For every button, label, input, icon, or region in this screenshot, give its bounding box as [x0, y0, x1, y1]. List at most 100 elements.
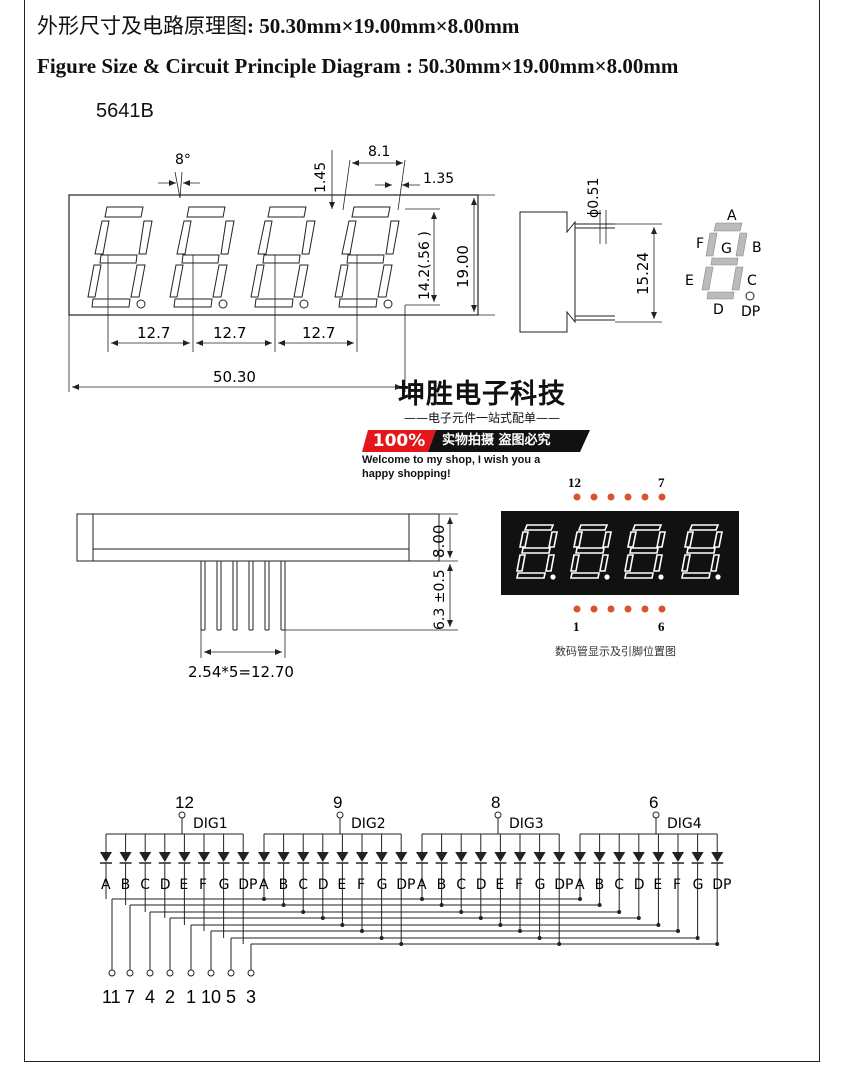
- shop-watermark: 坤胜电子科技 ——电子元件一站式配单—— 100% 实物拍摄 盗图必究 Welc…: [362, 372, 602, 480]
- segment-label: G: [693, 877, 704, 893]
- led-diode: [237, 852, 250, 862]
- segment-pin-number: 7: [125, 987, 135, 1007]
- side-view: ϕ0.51 15.24: [519, 178, 662, 333]
- segment-pin-terminal: [247, 969, 255, 977]
- legend-dp: DP: [741, 304, 760, 320]
- page-frame: [24, 0, 820, 1062]
- segment-label: F: [673, 877, 681, 893]
- led-diode: [593, 852, 606, 862]
- led-diode: [277, 852, 290, 862]
- segment-label: DP: [396, 877, 415, 893]
- title-chinese-text: 外形尺寸及电路原理图: [37, 14, 247, 38]
- dim-depth: 8.00: [430, 525, 448, 558]
- title-chinese-dimensions: : 50.30mm×19.00mm×8.00mm: [247, 14, 520, 38]
- segment-pin-terminal: [227, 969, 235, 977]
- segment-pin-terminal: [146, 969, 154, 977]
- segment-label: C: [614, 877, 624, 893]
- segment-label: G: [535, 877, 546, 893]
- led-diode: [672, 852, 684, 862]
- digit-pin-terminal: [178, 811, 186, 819]
- watermark-title: 坤胜电子科技: [398, 379, 566, 410]
- legend-d: D: [713, 302, 724, 318]
- pin-label-1: 1: [573, 619, 580, 634]
- dim-14-2: 14.2(.56 ): [417, 231, 433, 300]
- segment-pin-terminal: [126, 969, 134, 977]
- segment-pin-number: 10: [201, 987, 221, 1007]
- digit-label: DIG1: [193, 816, 228, 832]
- segment-label: B: [437, 877, 447, 893]
- segment-pin-number: 4: [145, 987, 155, 1007]
- pin-label-7: 7: [658, 475, 665, 490]
- segment-pin-number: 11: [102, 987, 121, 1007]
- led-diode: [217, 852, 230, 862]
- pad-row-top: [573, 493, 666, 501]
- segment-label: D: [318, 877, 329, 893]
- bottom-view: 2.54*5=12.70 8.00 6.3 ±0.5: [76, 513, 458, 681]
- segment-label: DP: [238, 877, 257, 893]
- dim-8-1: 8.1: [368, 144, 390, 160]
- segment-pin-terminal: [187, 969, 195, 977]
- segment-label: A: [101, 877, 111, 893]
- digit-pin-number: 6: [649, 793, 658, 812]
- watermark-banner: 100% 实物拍摄 盗图必究: [362, 430, 602, 452]
- led-diode: [652, 852, 665, 862]
- pin-label-6: 6: [658, 619, 665, 634]
- segment-label: B: [279, 877, 289, 893]
- led-diode: [691, 852, 704, 862]
- pin-position-view: 12 7 1 6: [501, 475, 739, 634]
- watermark-subtitle: ——电子元件一站式配单——: [403, 411, 560, 425]
- led-diode: [553, 852, 566, 862]
- dim-width: 50.30: [213, 368, 256, 386]
- led-diode: [356, 852, 368, 862]
- digit-pin-terminal: [336, 811, 344, 819]
- watermark-welcome-1: Welcome to my shop, I wish you a: [362, 454, 541, 466]
- led-diode: [375, 852, 388, 862]
- led-diode: [711, 852, 724, 862]
- segment-label: E: [495, 877, 504, 893]
- led-diode: [395, 852, 408, 862]
- legend-e: E: [685, 273, 694, 289]
- segment-pin-terminal: [207, 969, 215, 977]
- dim-pitch-1: 12.7: [137, 324, 170, 342]
- led-diode: [613, 852, 626, 862]
- led-diode: [494, 852, 507, 862]
- segment-label: G: [377, 877, 388, 893]
- title-english: Figure Size & Circuit Principle Diagram …: [37, 54, 679, 78]
- front-view: 8° 1.45 8.1 1.35 14.2(.56 ) 19.00 12.7 1…: [68, 144, 495, 392]
- dim-19-00: 19.00: [454, 245, 472, 288]
- led-diode: [435, 852, 448, 862]
- segment-label: D: [634, 877, 645, 893]
- segment-pin-number: 2: [165, 987, 175, 1007]
- segment-label: E: [653, 877, 662, 893]
- segment-label: C: [298, 877, 308, 893]
- watermark-welcome-2: happy shopping!: [362, 468, 451, 480]
- legend-g: G: [721, 241, 732, 257]
- watermark-slogan: 实物拍摄 盗图必究: [428, 430, 590, 452]
- dim-1-45: 1.45: [313, 162, 329, 193]
- segment-pin-terminal: [108, 969, 116, 977]
- segment-label: D: [160, 877, 171, 893]
- digit-pin-terminal: [494, 811, 502, 819]
- led-diode: [258, 852, 270, 862]
- segment-pin-number: 3: [246, 987, 256, 1007]
- digit-label: DIG4: [667, 816, 702, 832]
- segment-label: A: [575, 877, 585, 893]
- digit-pin-number: 12: [175, 793, 194, 812]
- segment-label: B: [595, 877, 605, 893]
- segment-legend: A B C D E F G DP: [685, 208, 762, 320]
- pad-row-bottom: [573, 605, 666, 613]
- dim-pin-diameter: ϕ0.51: [586, 178, 602, 218]
- dim-pitch-2: 12.7: [213, 324, 246, 342]
- segment-label: G: [219, 877, 230, 893]
- segment-pin-number: 5: [226, 987, 236, 1007]
- segment-label: DP: [712, 877, 731, 893]
- digit-pin-number: 9: [333, 793, 342, 812]
- dim-pin-pitch: 2.54*5=12.70: [188, 663, 294, 681]
- led-diode: [100, 852, 112, 862]
- led-diode: [455, 852, 468, 862]
- segment-label: A: [417, 877, 427, 893]
- dim-pitch-3: 12.7: [302, 324, 335, 342]
- pin-position-caption: 数码管显示及引脚位置图: [555, 645, 676, 658]
- segment-label: E: [337, 877, 346, 893]
